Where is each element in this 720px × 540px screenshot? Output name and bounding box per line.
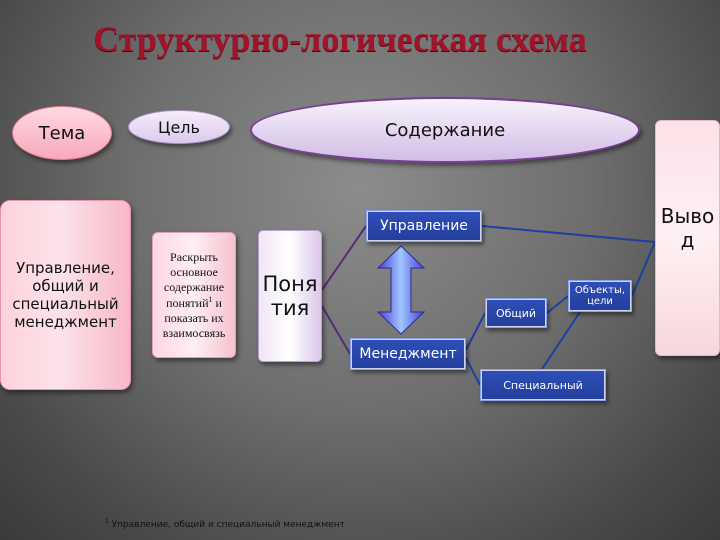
oval-tema[interactable]: Тема xyxy=(12,106,112,160)
oval-tsel-label: Цель xyxy=(158,117,200,137)
connector-obshchiy-obekty xyxy=(546,295,569,314)
footnote-mark: 1 xyxy=(105,518,109,525)
box-ponyatiya[interactable]: Поня тия xyxy=(258,230,322,362)
box-menedzhment[interactable]: Менеджмент xyxy=(350,338,466,370)
box-vyvod-label: Выво д xyxy=(660,204,715,252)
footnote-ref: 1 xyxy=(208,294,213,304)
page-title: Структурно-логическая схема xyxy=(93,19,587,59)
box-left-label: Управление, общий и специальный менеджме… xyxy=(12,259,119,331)
box-raskryt-label: Раскрыть основное содержание понятий1 и … xyxy=(156,250,232,341)
box-raskryt-tail: и показать их взаимосвязь xyxy=(162,295,226,340)
box-vyvod[interactable]: Выво д xyxy=(655,120,720,356)
box-ponyatiya-label: Поня тия xyxy=(262,271,318,320)
connector-ponyatiya-menedzhment xyxy=(321,305,351,355)
connector-obekty-vyvod xyxy=(631,241,656,297)
box-obshchiy-label: Общий xyxy=(495,306,537,320)
box-upravlenie-obshchiy-specialnyy[interactable]: Управление, общий и специальный менеджме… xyxy=(0,200,131,390)
footnote-text: Управление, общий и специальный менеджме… xyxy=(108,520,345,530)
connector-specialnyy-obekty xyxy=(541,311,581,370)
oval-soderzhanie-label: Содержание xyxy=(384,119,506,141)
box-obekty-label: Объекты, цели xyxy=(574,284,626,308)
oval-soderzhanie[interactable]: Содержание xyxy=(250,97,640,163)
connector-ponyatiya-upravlenie xyxy=(321,225,367,291)
connector-menedzhment-specialnyy xyxy=(465,357,481,386)
double-arrow-icon xyxy=(376,245,426,335)
box-specialnyy-label: Специальный xyxy=(503,378,583,392)
oval-tema-label: Тема xyxy=(38,122,86,144)
box-menedzhment-label: Менеджмент xyxy=(359,346,457,362)
box-raskryt[interactable]: Раскрыть основное содержание понятий1 и … xyxy=(152,232,236,358)
footnote: 1 Управление, общий и специальный менедж… xyxy=(105,518,345,530)
box-obekty-tseli[interactable]: Объекты, цели xyxy=(568,280,632,312)
box-specialnyy[interactable]: Специальный xyxy=(480,369,606,401)
oval-tsel[interactable]: Цель xyxy=(128,110,230,144)
connector-menedzhment-obshchiy xyxy=(465,312,486,351)
box-upravlenie-label: Управление xyxy=(380,218,468,234)
box-raskryt-text: Раскрыть основное содержание понятий xyxy=(163,249,225,310)
box-upravlenie[interactable]: Управление xyxy=(366,210,482,242)
box-obshchiy[interactable]: Общий xyxy=(485,298,547,328)
connector-upravlenie-vyvod xyxy=(481,225,656,243)
